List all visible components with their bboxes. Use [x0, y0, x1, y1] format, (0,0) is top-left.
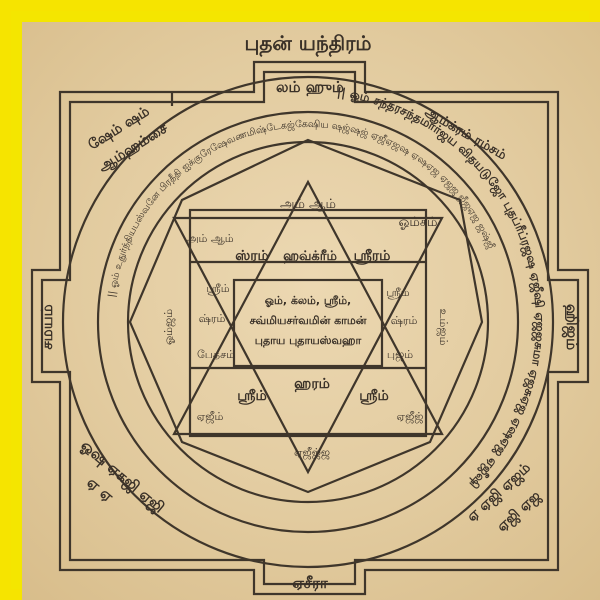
hex-bottom: ஏஜீஜ்ஜ — [294, 446, 330, 460]
center-line-1: ஓம், க்லம், ஸ்ரீம், — [265, 294, 351, 308]
cell-lower-right: ஸ்ரீம் — [359, 388, 388, 404]
right-gate-text: ஹிஜம் — [562, 304, 581, 350]
cell-mid-left-bottom: பேதசம் — [197, 348, 235, 361]
outer-bhupura — [30, 60, 590, 596]
cell-upper-left: ஸ்ரம் — [235, 248, 269, 264]
down-triangle — [172, 216, 444, 475]
hex-top-right: ஓம்சம் — [398, 215, 437, 230]
center-line-3: புதாய புதாயஸ்வஹா — [255, 334, 362, 348]
hex-right: உம்ஜம் — [436, 309, 450, 346]
inner-square — [188, 208, 428, 438]
hex-bottom-right: ஏஜீஜ் — [397, 410, 424, 424]
cell-lower-left: ஸ்ரீம் — [237, 388, 266, 404]
hex-top-left: அம் ஆம் — [186, 232, 233, 245]
outer-circle — [61, 75, 555, 569]
bottom-gate-text: ஏசீரா — [292, 574, 329, 592]
yantra-drawing: புதன் யந்திரம் லம் ஹும் ஏசீரா சமயம் ஹிஜம… — [30, 31, 590, 596]
center-line-2: சவ்மியசர்வமின் காமன் — [250, 314, 367, 327]
cell-upper-right: ஸ்ரீரம் — [354, 248, 391, 264]
outer-octagon — [128, 138, 484, 494]
top-gate-text: லம் ஹும் — [276, 78, 344, 96]
cell-mid-right-bottom: புஜம் — [387, 348, 413, 362]
title: புதன் யந்திரம் — [244, 31, 371, 57]
up-triangle — [172, 179, 444, 436]
cell-upper-center: ஹவ்க்ரீம் — [283, 248, 337, 264]
center-box — [232, 278, 384, 368]
yantra-plate: புதன் யந்திரம் லம் ஹும் ஏசீரா சமயம் ஹிஜம… — [22, 22, 600, 600]
hex-bottom-left: ஏஜீம் — [197, 410, 224, 424]
middle-circle — [96, 110, 520, 534]
corner-bl-line1: ஓஷ ஏகஜி ஏஜி — [77, 436, 168, 517]
cell-lower-center: ஹரம் — [294, 376, 330, 392]
hex-top: அம் ஆம் — [280, 197, 336, 212]
cell-mid-right: ஷ்ரம் — [391, 314, 418, 327]
cell-mid-right-top: ஸ்ரீம் — [386, 286, 409, 299]
left-gate-text: சமயம் — [38, 304, 56, 349]
hex-left: ஓம்ஜம் — [162, 309, 176, 345]
cell-mid-left-top: ஸ்ரீம் — [206, 282, 229, 295]
inner-circle — [126, 140, 490, 504]
cell-mid-left: ஷ்ரம் — [199, 312, 226, 325]
